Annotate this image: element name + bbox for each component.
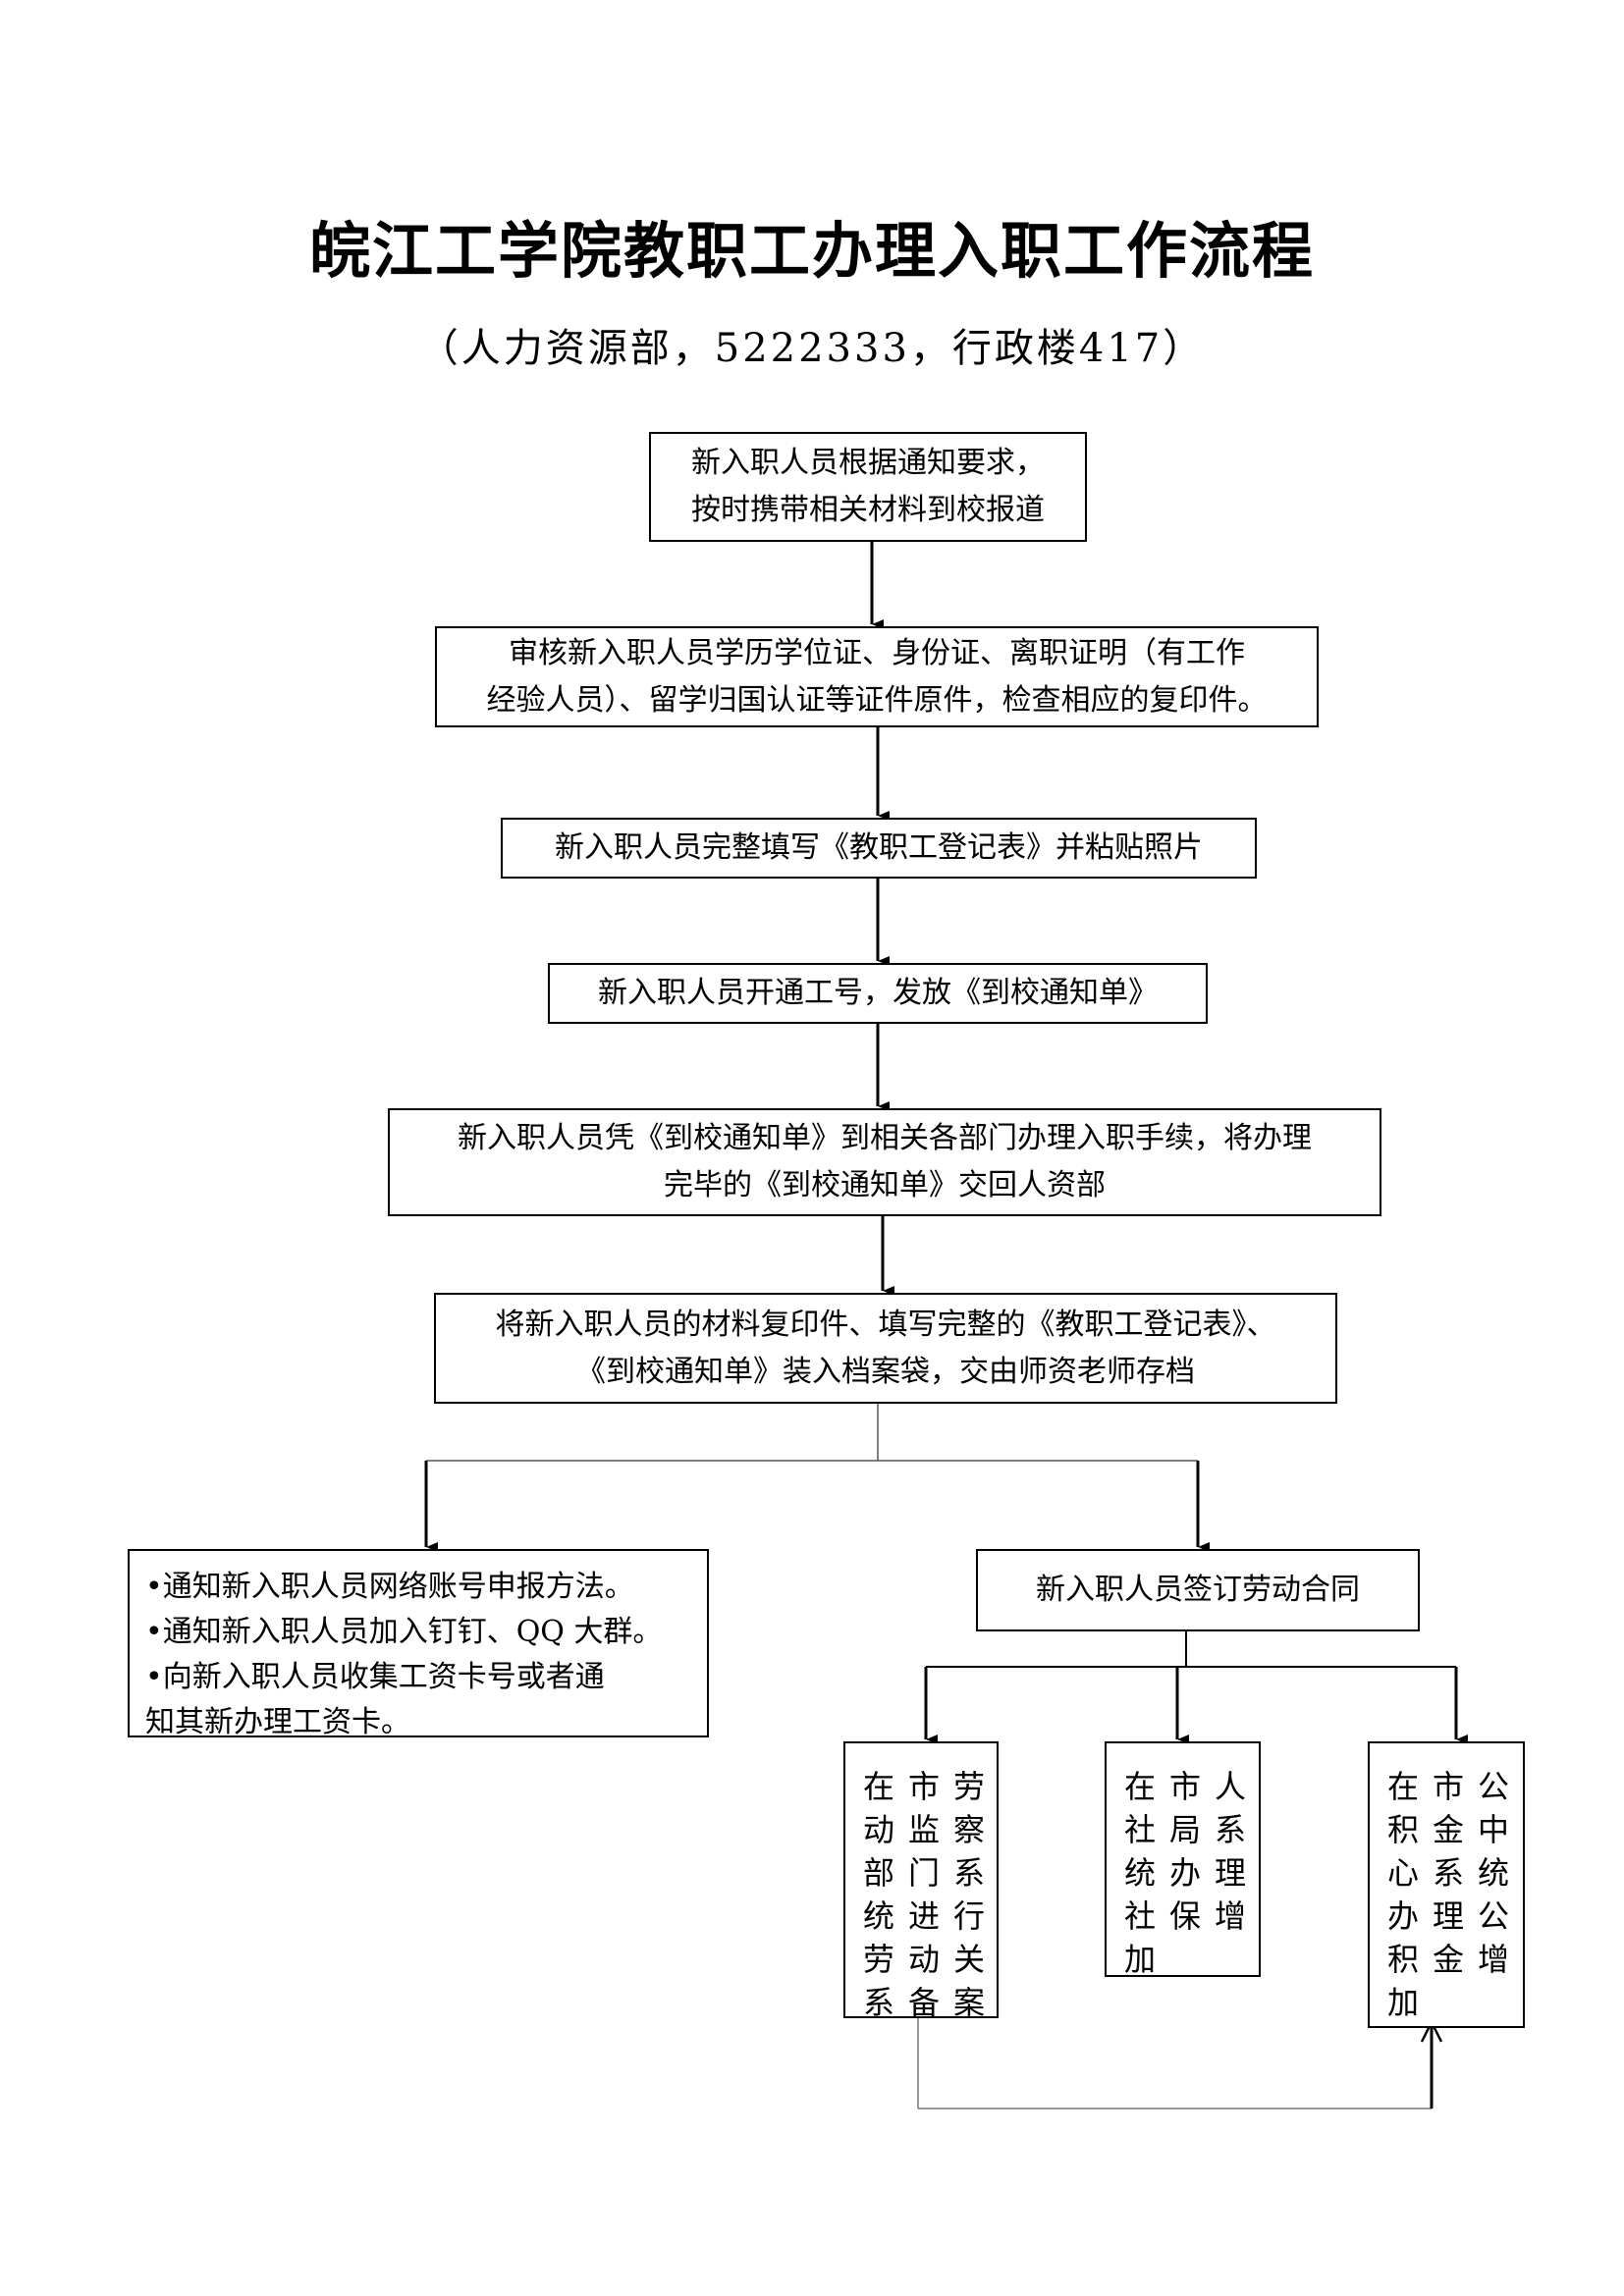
list-item: •通知新入职人员加入钉钉、QQ 大群。 [145, 1615, 663, 1649]
page-subtitle: （人力资源部，5222333，行政楼417） [418, 326, 1206, 371]
step-fill-registration: 新入职人员完整填写《教职工登记表》并粘贴照片 [501, 818, 1257, 879]
page-title: 皖江工学院教职工办理入职工作流程 [308, 215, 1315, 287]
step-social-security: 在市人 社局系 统办理 社保增 加 [1105, 1741, 1261, 1978]
list-item: 知其新办理工资卡。 [145, 1705, 410, 1739]
step-sign-contract: 新入职人员签订劳动合同 [976, 1549, 1420, 1631]
step-housing-fund: 在市公 积金中 心系统 办理公 积金增 加 [1368, 1741, 1525, 2028]
step-verify-documents: 审核新入职人员学历学位证、身份证、离职证明（有工作 经验人员）、留学归国认证等证… [435, 626, 1319, 727]
list-item: •通知新入职人员网络账号申报方法。 [145, 1570, 634, 1604]
step-report: 新入职人员根据通知要求， 按时携带相关材料到校报道 [649, 432, 1087, 542]
step-open-staff-id: 新入职人员开通工号，发放《到校通知单》 [548, 963, 1208, 1024]
step-archive-materials: 将新入职人员的材料复印件、填写完整的《教职工登记表》、 《到校通知单》装入档案袋… [434, 1293, 1337, 1404]
step-labor-filing: 在市劳 动监察 部门系 统进行 劳动关 系备案 [843, 1741, 999, 2021]
list-item: •向新入职人员收集工资卡号或者通 [145, 1660, 605, 1694]
notes-box: •通知新入职人员网络账号申报方法。 •通知新入职人员加入钉钉、QQ 大群。 •向… [128, 1549, 709, 1739]
step-department-procedures: 新入职人员凭《到校通知单》到相关各部门办理入职手续，将办理 完毕的《到校通知单》… [388, 1108, 1381, 1216]
